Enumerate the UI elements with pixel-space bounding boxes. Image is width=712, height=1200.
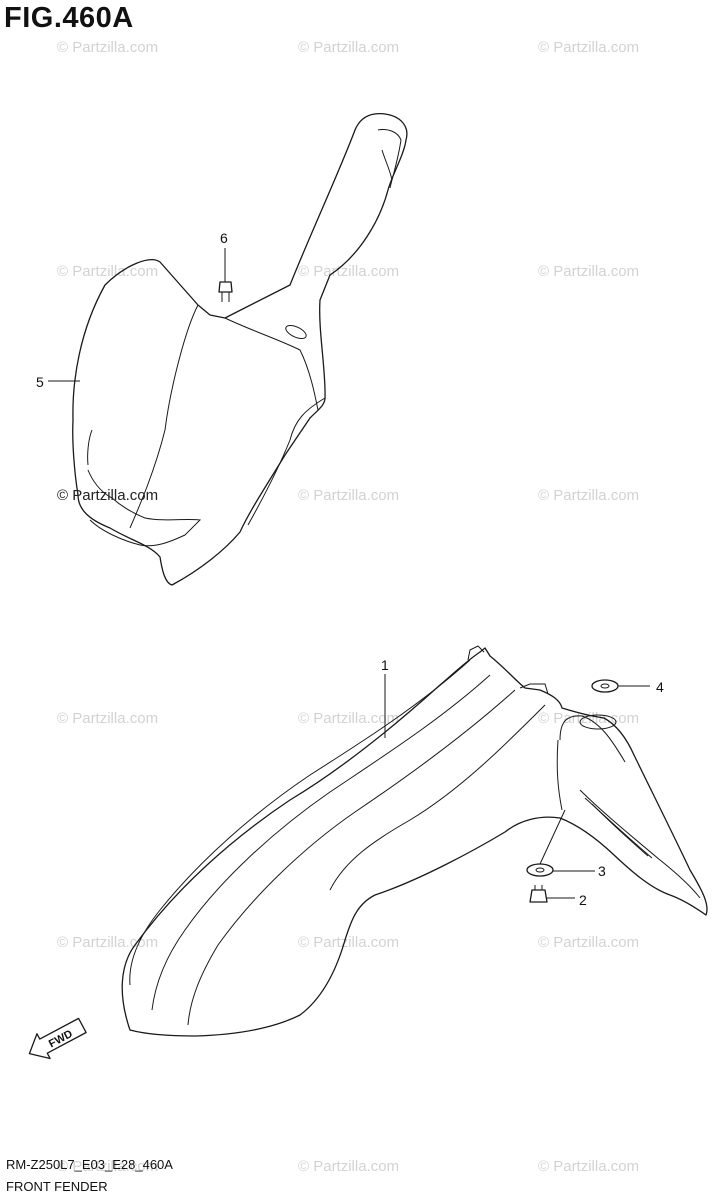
watermark: © Partzilla.com [298, 263, 399, 280]
watermark: © Partzilla.com [538, 263, 639, 280]
callout-2: 2 [579, 892, 587, 908]
callout-5: 5 [36, 374, 44, 390]
fwd-label: FWD [47, 1028, 75, 1050]
watermark: © Partzilla.com [538, 934, 639, 951]
watermark: © Partzilla.com [298, 487, 399, 504]
watermark: © Partzilla.com [57, 1158, 158, 1175]
callout-6: 6 [220, 230, 228, 246]
front-fender-drawing [121, 645, 708, 1037]
watermark: © Partzilla.com [298, 710, 399, 727]
watermark: © Partzilla.com [298, 39, 399, 56]
watermark: © Partzilla.com [57, 934, 158, 951]
washer-top-drawing [591, 679, 650, 693]
watermark: © Partzilla.com [57, 39, 158, 56]
screw-drawing [218, 248, 233, 302]
watermark: © Partzilla.com [57, 487, 158, 504]
watermark: © Partzilla.com [57, 710, 158, 727]
callout-1: 1 [381, 657, 389, 673]
watermark: © Partzilla.com [298, 934, 399, 951]
watermark: © Partzilla.com [57, 263, 158, 280]
washer-bottom-drawing [526, 809, 595, 877]
watermark: © Partzilla.com [57, 1158, 158, 1175]
watermark: © Partzilla.com [538, 487, 639, 504]
number-plate-drawing [72, 112, 408, 586]
watermark: © Partzilla.com [298, 1158, 399, 1175]
section-title: FRONT FENDER [6, 1179, 108, 1194]
model-code: RM-Z250L7_E03_E28_460A [6, 1157, 173, 1172]
figure-title: FIG.460A [4, 2, 134, 34]
callout-3: 3 [598, 863, 606, 879]
watermark: © Partzilla.com [538, 1158, 639, 1175]
callout-4: 4 [656, 679, 664, 695]
leader-line [539, 809, 566, 865]
watermark-grid: © Partzilla.com © Partzilla.com © Partzi… [57, 39, 639, 1175]
watermark: © Partzilla.com [538, 39, 639, 56]
bolt-drawing [529, 885, 575, 903]
fwd-arrow: FWD [28, 1017, 87, 1060]
